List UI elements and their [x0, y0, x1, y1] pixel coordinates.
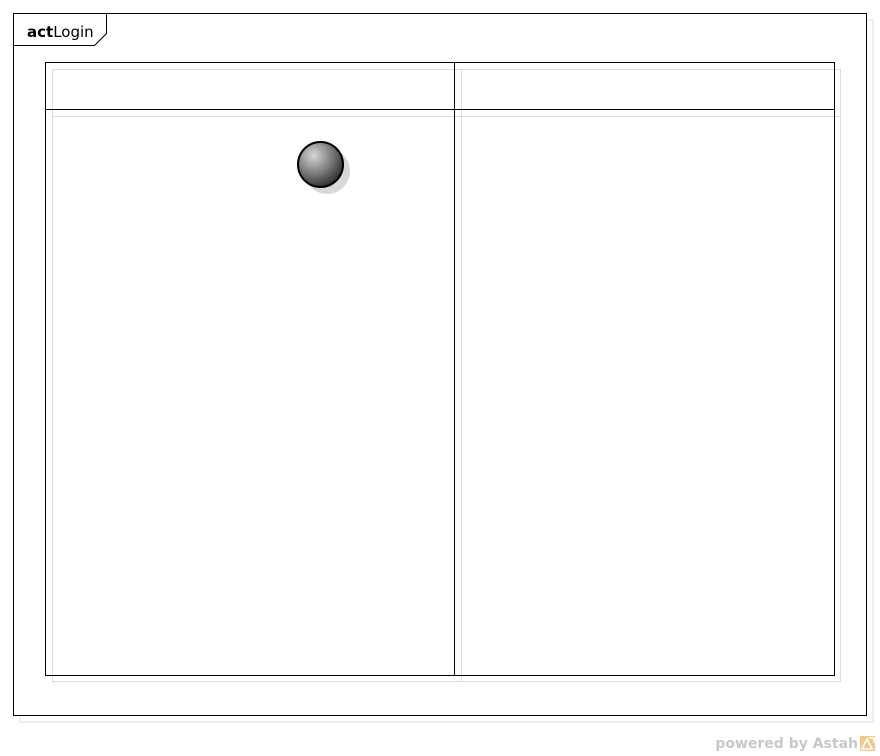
- astah-watermark: powered by Astah: [715, 736, 858, 752]
- partition-header-2[interactable]: [455, 63, 834, 109]
- frame-keyword: act: [27, 23, 53, 41]
- frame-name: Login: [53, 23, 93, 41]
- initial-node[interactable]: [297, 141, 344, 188]
- partition-container: [45, 62, 835, 676]
- frame-name-tab: [13, 13, 107, 46]
- frame-label: actLogin: [27, 23, 94, 41]
- astah-logo-icon: [860, 736, 875, 751]
- partition-shadow: [52, 69, 841, 682]
- partition-header-1[interactable]: [46, 63, 454, 109]
- activity-frame[interactable]: [13, 13, 867, 716]
